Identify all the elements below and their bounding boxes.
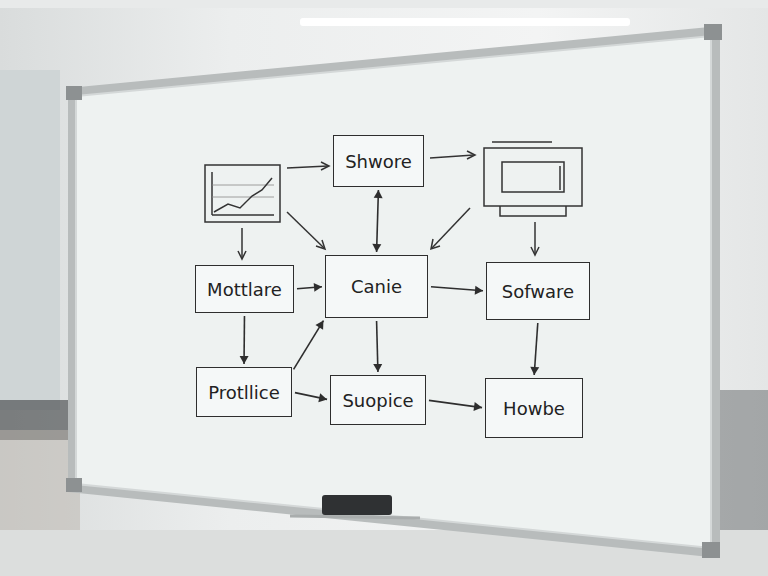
arrowhead <box>473 402 482 411</box>
arrowhead <box>315 321 323 330</box>
process-box: Mottlare <box>195 265 294 313</box>
arrow-connector <box>294 321 324 370</box>
process-box: Shwore <box>333 135 424 187</box>
board-frame <box>68 26 720 558</box>
box-label: Sofware <box>500 281 576 302</box>
board-corner <box>702 542 720 558</box>
arrow-connector <box>373 321 382 372</box>
marker-tray <box>290 516 420 518</box>
arrowhead <box>373 364 382 372</box>
process-box: Howbe <box>485 378 583 438</box>
board-corner <box>66 86 82 100</box>
window <box>0 70 60 410</box>
arrowhead <box>475 286 483 295</box>
ceiling <box>0 0 768 8</box>
arrow-connector <box>530 323 539 375</box>
board-corner <box>66 478 82 492</box>
ceiling-light <box>300 18 630 26</box>
connector-line <box>294 321 324 370</box>
arrowhead <box>318 393 327 402</box>
box-label: Canie <box>349 276 404 297</box>
arrow-connector <box>431 286 483 295</box>
icon-arrows <box>238 151 539 259</box>
arrow-connector <box>297 283 322 292</box>
process-box: Canie <box>325 255 428 318</box>
process-box: Sofware <box>486 262 590 320</box>
board-corner <box>704 24 722 40</box>
board-surface <box>76 36 711 548</box>
box-label: Protllice <box>206 382 282 403</box>
connector-line <box>429 400 482 407</box>
arrowhead <box>240 356 249 364</box>
arrow-connector <box>429 400 482 411</box>
box-label: Suopice <box>340 390 415 411</box>
arrow-connector <box>295 393 327 403</box>
arrowhead <box>530 367 539 375</box>
board-inner-edge <box>76 36 711 548</box>
eraser <box>322 495 392 515</box>
chart-icon <box>205 165 280 222</box>
arrow-connector <box>372 190 382 252</box>
arrow-connector <box>240 316 249 364</box>
box-label: Howbe <box>501 398 567 419</box>
process-box: Protllice <box>196 367 292 417</box>
arrowhead <box>374 190 383 198</box>
arrowhead <box>372 244 381 252</box>
process-box: Suopice <box>330 375 426 425</box>
connector-line <box>377 190 379 252</box>
monitor-icon <box>484 142 582 216</box>
box-label: Shwore <box>343 151 414 172</box>
box-label: Mottlare <box>205 279 284 300</box>
arrowhead <box>314 283 322 292</box>
